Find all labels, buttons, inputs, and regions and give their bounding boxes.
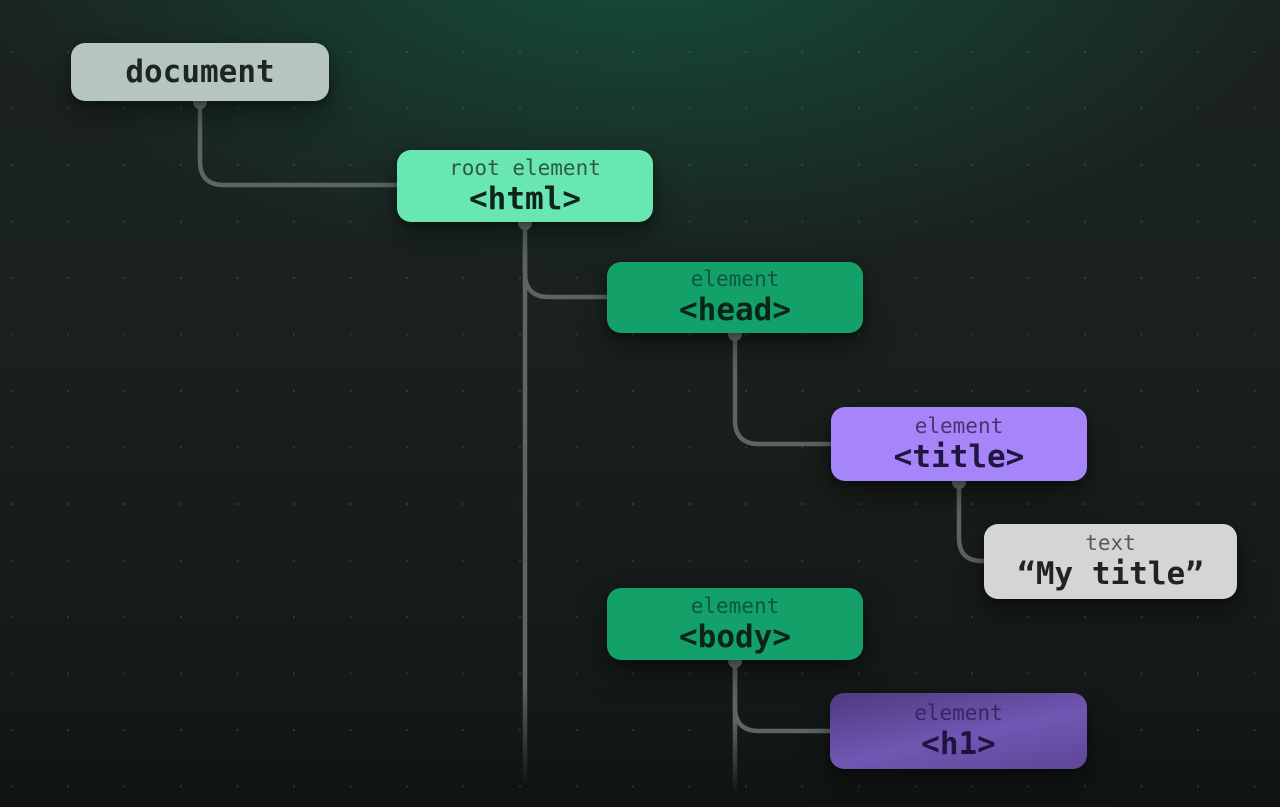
edge-html-head: [522, 249, 607, 300]
node-body: element <body>: [607, 588, 863, 660]
node-document: document: [71, 43, 329, 101]
node-title-type-label: element: [914, 413, 1004, 438]
node-body-tag-label: <body>: [679, 618, 791, 655]
edge-document-html: [197, 101, 397, 188]
node-html: root element <html>: [397, 150, 653, 222]
node-head: element <head>: [607, 262, 863, 333]
node-document-label: document: [125, 54, 275, 90]
node-text-value-label: “My title”: [1017, 556, 1204, 592]
node-head-type-label: element: [690, 267, 780, 291]
node-h1-type-label: element: [914, 700, 1003, 725]
node-text-type-label: text: [1085, 531, 1136, 555]
edge-body-h1: [732, 660, 830, 734]
node-html-type-label: root element: [449, 155, 601, 180]
node-h1: element <h1>: [830, 693, 1087, 769]
node-h1-tag-label: <h1>: [921, 725, 996, 762]
node-body-type-label: element: [690, 593, 780, 618]
node-title: element <title>: [831, 407, 1087, 481]
edge-head-title: [732, 333, 831, 447]
node-head-tag-label: <head>: [679, 292, 791, 328]
node-text: text “My title”: [984, 524, 1237, 599]
edge-title-text: [956, 481, 985, 564]
node-html-tag-label: <html>: [469, 180, 581, 217]
node-title-tag-label: <title>: [893, 438, 1025, 475]
